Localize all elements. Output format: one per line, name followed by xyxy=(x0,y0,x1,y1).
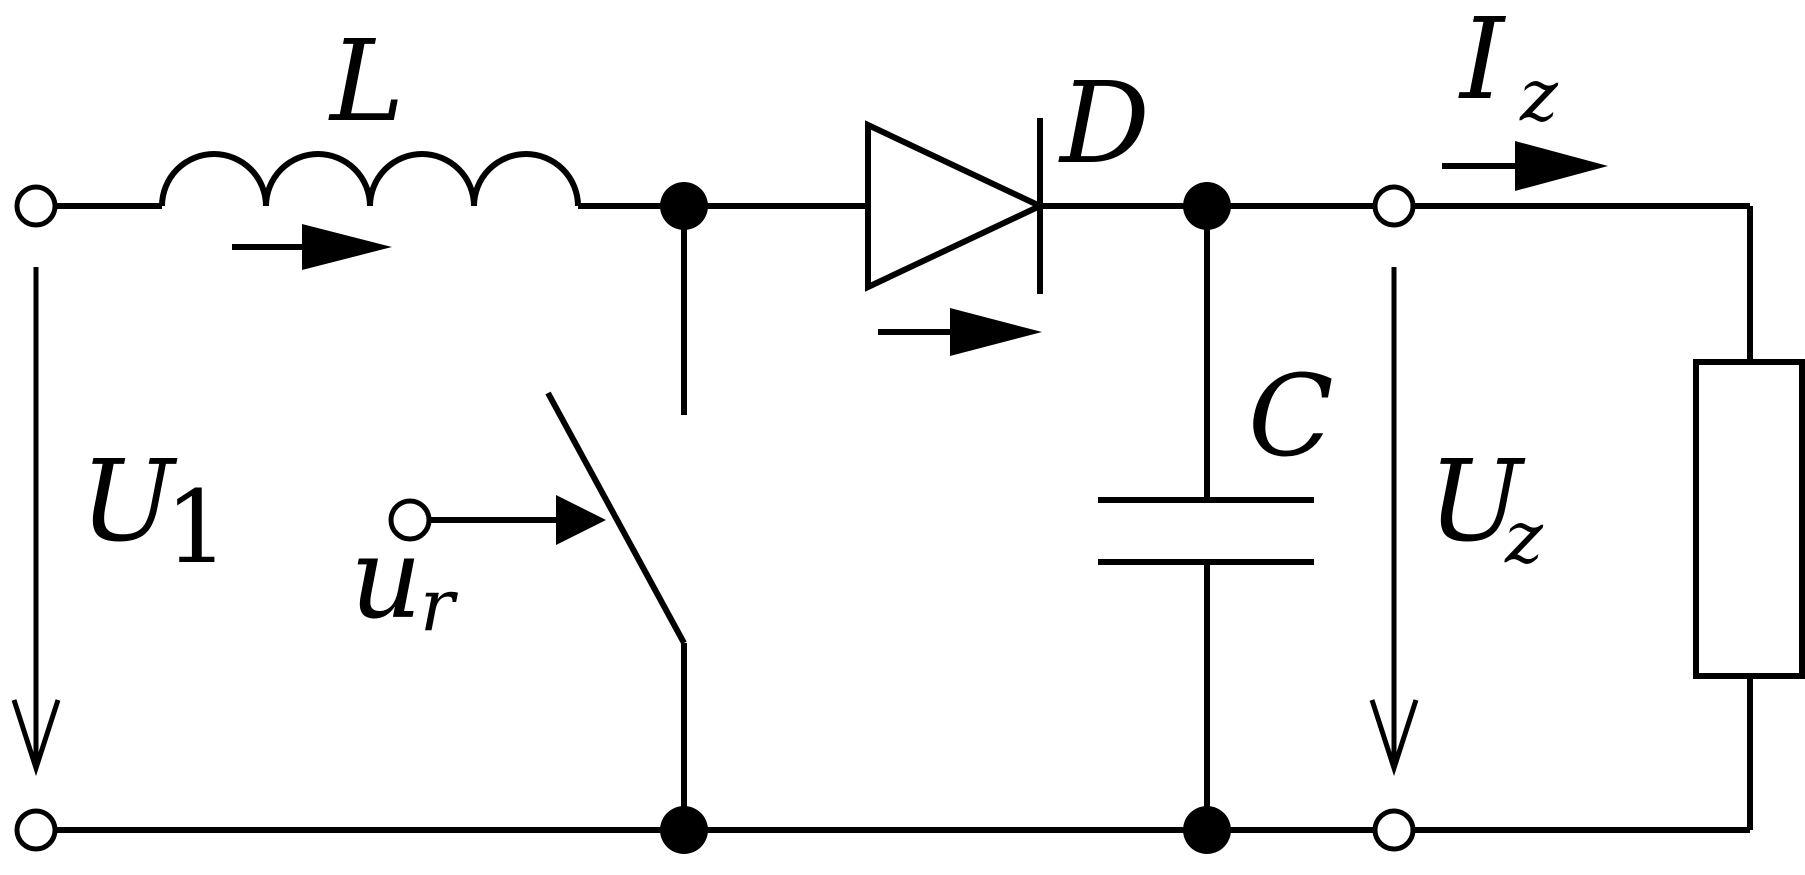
inductor-label: L xyxy=(328,17,404,147)
switch-blade xyxy=(545,391,687,645)
output-terminal-top xyxy=(1372,184,1416,228)
inductor: L xyxy=(159,17,581,207)
output-current-arrow-head xyxy=(1515,141,1608,191)
input-terminal-top xyxy=(14,184,58,228)
control-arrow-head xyxy=(556,495,606,545)
diode-current-arrow xyxy=(878,308,1042,356)
input-voltage-arrow: U 1 xyxy=(11,267,229,777)
output-voltage-arrow-head xyxy=(1369,699,1419,777)
output-voltage-label: U xyxy=(1428,437,1526,567)
control-input: u r xyxy=(350,495,606,647)
input-terminal-bottom xyxy=(14,808,58,852)
diode-arrow-head xyxy=(950,308,1042,356)
output-terminal-bottom xyxy=(1372,808,1416,852)
terminals xyxy=(14,184,1416,852)
input-voltage-subscript: 1 xyxy=(165,469,229,586)
control-terminal xyxy=(388,498,432,542)
output-voltage-subscript: z xyxy=(1504,495,1544,579)
capacitor-bottom-node xyxy=(1183,806,1231,854)
load-resistor xyxy=(1693,206,1805,830)
switch-bottom-node xyxy=(660,806,708,854)
inductor-current-arrow xyxy=(232,224,392,270)
output-voltage-arrow: U z xyxy=(1369,267,1544,777)
input-voltage-label: U xyxy=(80,437,178,567)
diode-triangle xyxy=(865,120,1048,292)
diode: D xyxy=(865,59,1150,294)
inductor-coil xyxy=(159,151,581,207)
load-body xyxy=(1693,359,1805,679)
capacitor-label: C xyxy=(1248,352,1334,482)
output-current-arrow: I z xyxy=(1442,0,1608,191)
output-current-label: I xyxy=(1458,0,1507,125)
output-current-subscript: z xyxy=(1519,53,1559,137)
switch-branch xyxy=(545,182,708,854)
inductor-arrow-head xyxy=(302,224,392,270)
control-voltage-label: u xyxy=(350,514,422,644)
diode-label: D xyxy=(1058,59,1150,189)
control-voltage-subscript: r xyxy=(420,563,458,647)
input-voltage-arrow-head xyxy=(11,699,61,777)
capacitor: C xyxy=(1098,182,1334,854)
